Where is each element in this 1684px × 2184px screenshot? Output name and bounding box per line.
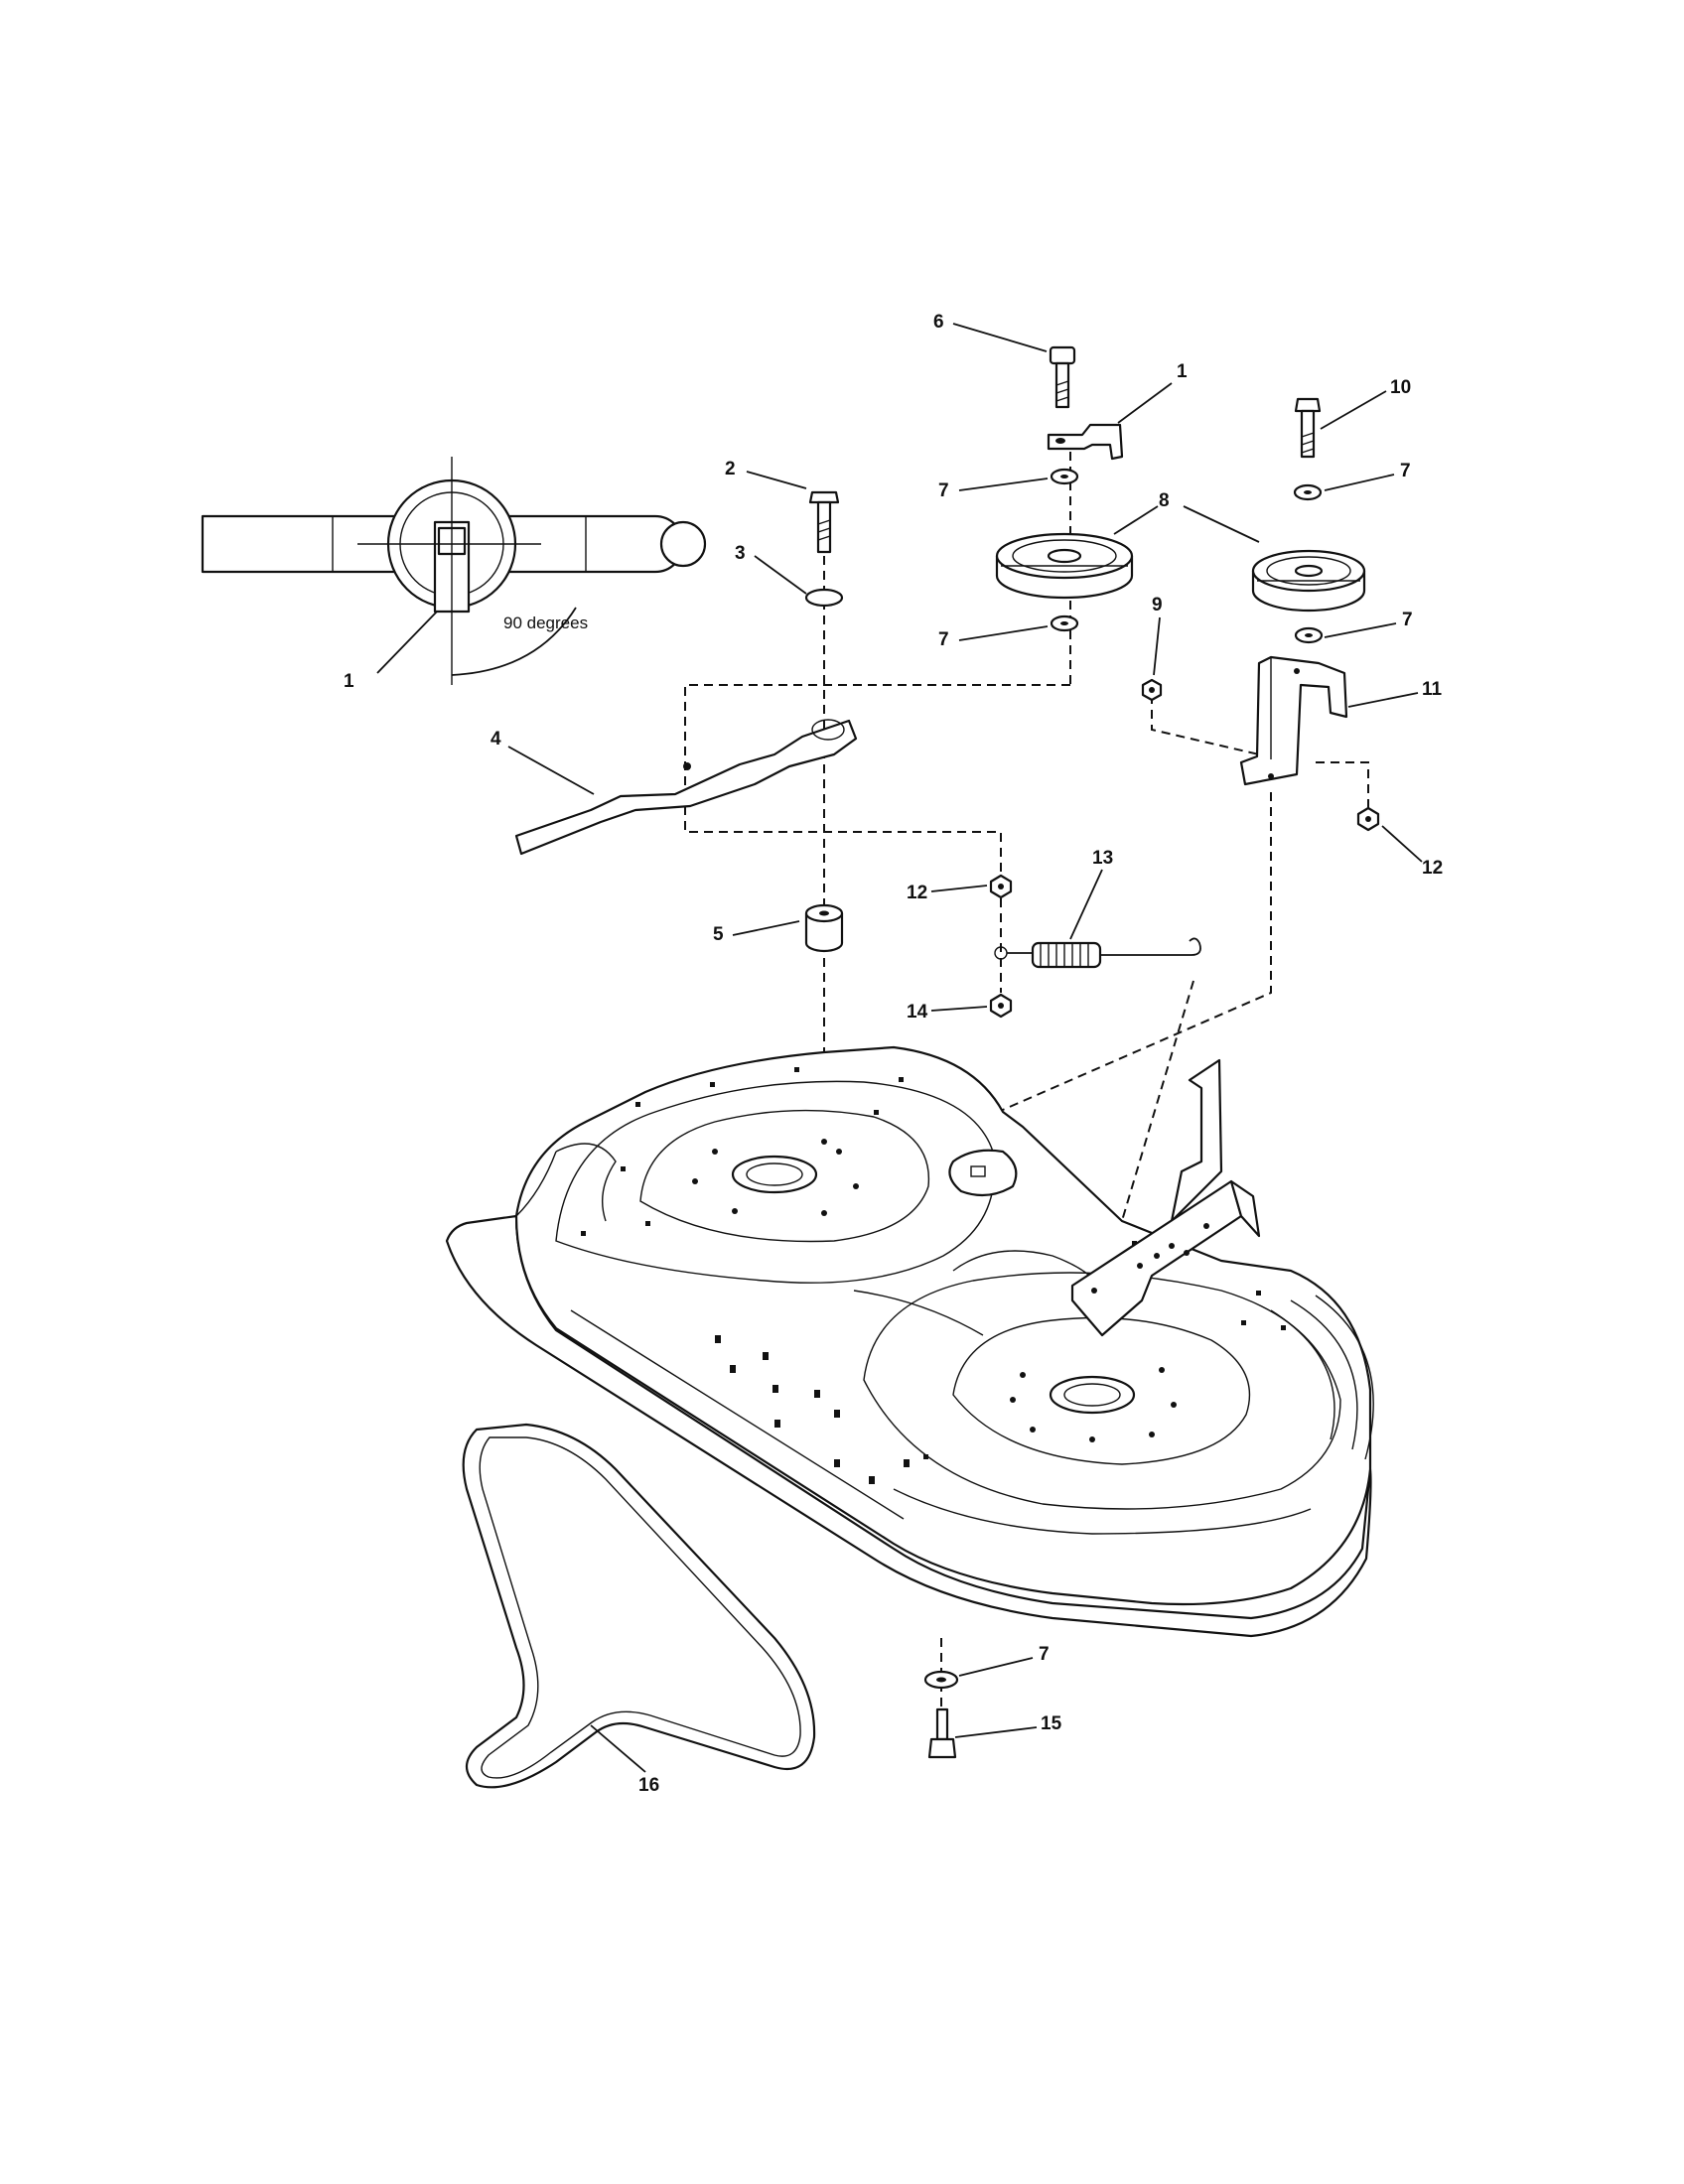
callout-12-center: 12: [907, 883, 927, 903]
pulley-left: [995, 532, 1134, 600]
callout-14: 14: [907, 1002, 928, 1023]
callout-9: 9: [1152, 595, 1163, 615]
nut-lower: [989, 993, 1013, 1019]
callout-7-d: 7: [1402, 610, 1413, 630]
nut-center: [989, 874, 1013, 899]
callout-3: 3: [735, 543, 746, 564]
callout-7-bottom: 7: [1039, 1644, 1050, 1665]
spring: [994, 937, 1201, 969]
callout-5: 5: [713, 924, 724, 945]
washer-right-bottom: [1294, 626, 1324, 644]
idler-arm: [514, 719, 858, 856]
callout-16: 16: [638, 1775, 659, 1796]
washer-right-top: [1293, 483, 1323, 501]
callout-2: 2: [725, 459, 736, 479]
bolt-left: [808, 490, 840, 554]
callout-1-detail: 1: [344, 671, 354, 692]
callout-1-bracket: 1: [1177, 361, 1188, 382]
callout-13: 13: [1092, 848, 1113, 869]
idler-bracket: [1239, 655, 1348, 786]
callout-15: 15: [1041, 1713, 1062, 1734]
bolt-bottom: [927, 1707, 957, 1759]
angle-note: 90 degrees: [503, 614, 588, 632]
bolt-center: [1049, 345, 1076, 409]
pulley-bracket: [1047, 423, 1124, 461]
callout-7-c: 7: [1400, 461, 1411, 481]
callout-4: 4: [491, 729, 501, 750]
nut-small: [1141, 678, 1163, 702]
flat-washer: [804, 588, 844, 608]
mower-deck: [445, 1045, 1374, 1638]
bracket-orientation-detail: [201, 457, 707, 685]
callout-7-a: 7: [938, 480, 949, 501]
callout-6: 6: [933, 312, 944, 333]
callout-8: 8: [1159, 490, 1170, 511]
washer-bottom: [923, 1670, 959, 1690]
washer-center-top: [1050, 468, 1079, 485]
washer-center-bottom: [1050, 614, 1079, 632]
deck-mount-bracket: [1070, 1058, 1261, 1337]
spacer: [804, 903, 844, 953]
callout-10: 10: [1390, 377, 1411, 398]
callout-11: 11: [1422, 679, 1443, 700]
belt: [462, 1423, 816, 1789]
callout-7-b: 7: [938, 629, 949, 650]
callout-12-right: 12: [1422, 858, 1443, 879]
nut-right: [1356, 806, 1380, 832]
bolt-right: [1294, 397, 1322, 459]
pulley-right: [1251, 549, 1366, 613]
